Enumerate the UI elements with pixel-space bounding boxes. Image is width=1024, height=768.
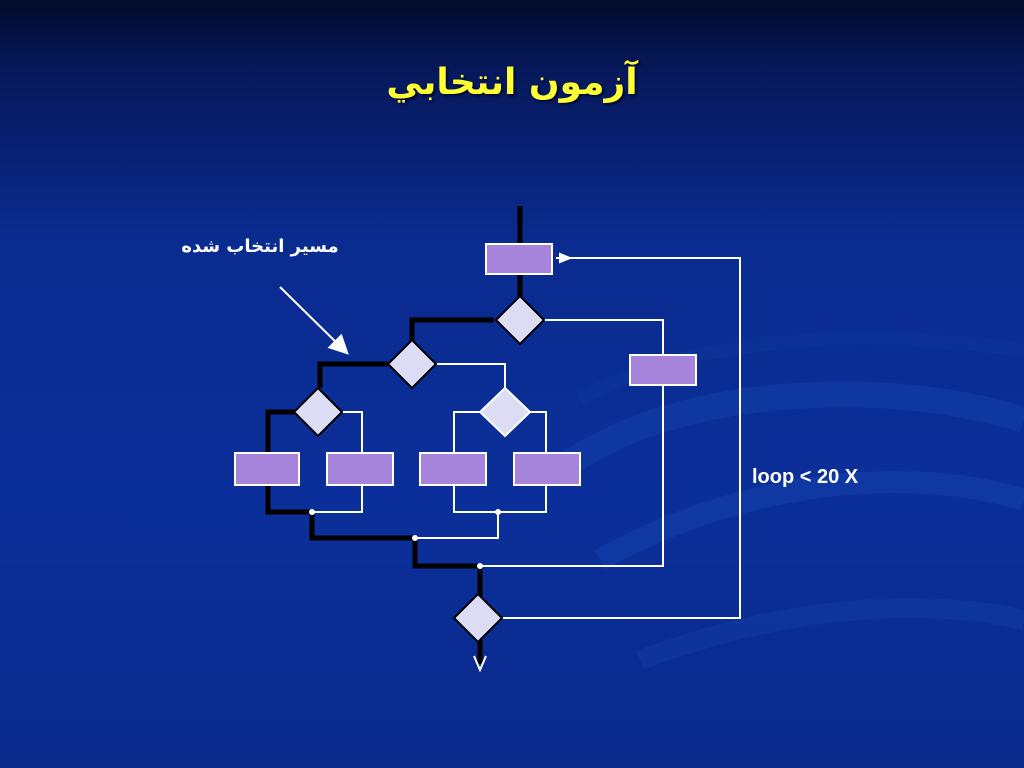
branch-d2-right	[436, 363, 506, 388]
merge-b2	[312, 485, 363, 513]
process-box-top	[485, 243, 553, 275]
decision-diamond-bottom	[452, 592, 504, 644]
process-box-2	[326, 452, 394, 486]
decision-diamond-2	[386, 338, 438, 390]
selected-d1-left	[409, 317, 494, 342]
decision-diamond-1	[494, 294, 546, 346]
annotation-arrow	[279, 286, 349, 355]
loop-entry-arrow	[559, 252, 573, 264]
process-box-1	[234, 452, 300, 486]
selected-b1-down	[265, 485, 483, 596]
process-box-3	[419, 452, 487, 486]
process-boxes	[234, 243, 697, 486]
right-branch-line	[480, 319, 664, 567]
loop-back-line	[478, 257, 741, 619]
selected-d2-left	[317, 361, 388, 388]
branch-d4-right	[530, 411, 547, 453]
annotation-label: مسير انتخاب شده	[181, 236, 339, 257]
decision-diamonds	[292, 294, 546, 644]
branch-d4-left	[453, 411, 480, 453]
merge-b3	[453, 485, 498, 513]
loop-condition-label: loop < 20 X	[752, 466, 859, 488]
selected-d3-left	[265, 409, 294, 453]
decision-diamond-4	[478, 386, 532, 438]
white-connectors	[312, 252, 741, 619]
branch-d3-right	[342, 411, 363, 453]
merge-right-up	[415, 512, 499, 539]
selected-path	[265, 206, 523, 664]
process-box-4	[513, 452, 581, 486]
slide-title: آزمون انتخابي	[386, 62, 638, 103]
junction-dots	[309, 509, 501, 569]
process-box-right	[629, 354, 697, 386]
decision-diamond-3	[292, 386, 344, 438]
exit-arrow-icon	[473, 655, 487, 673]
merge-b4	[498, 485, 547, 513]
